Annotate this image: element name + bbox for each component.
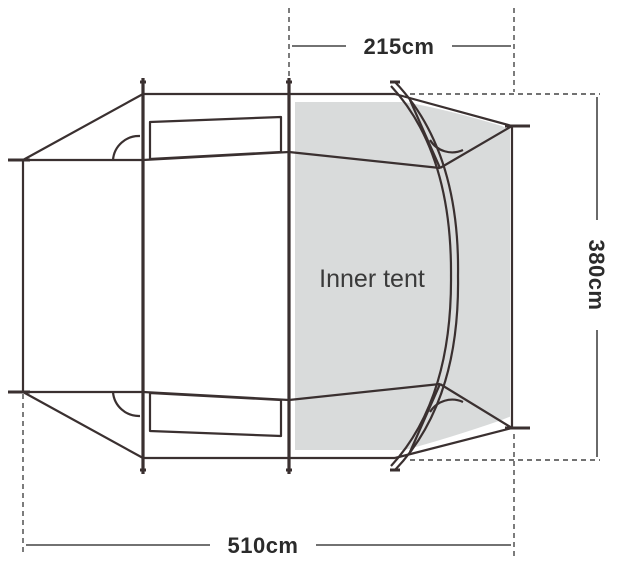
dim-width-label: 380cm bbox=[584, 239, 609, 310]
rear-pole-arc-inner bbox=[390, 85, 453, 467]
dim-inner-width-label: 215cm bbox=[363, 34, 434, 59]
dim-total-length-label: 510cm bbox=[227, 533, 298, 558]
inner-top-line bbox=[288, 150, 441, 170]
door-arc-bottom-left bbox=[111, 391, 141, 418]
inner-tent-label: Inner tent bbox=[319, 265, 425, 293]
door-arc-top-left bbox=[111, 134, 141, 161]
window-bottom bbox=[148, 391, 283, 438]
rear-pole-arc-outer bbox=[394, 81, 460, 471]
door-arc-top-right bbox=[429, 139, 464, 154]
door-arc-bottom-right bbox=[429, 398, 464, 413]
inner-bottom-line bbox=[288, 382, 441, 402]
window-top bbox=[148, 115, 283, 161]
